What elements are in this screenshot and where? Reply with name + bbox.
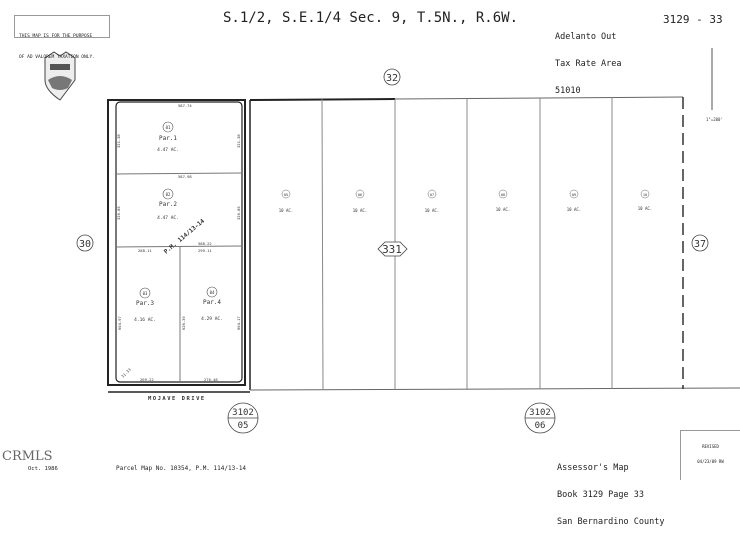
parcel-area: 10 AC. <box>638 206 652 211</box>
notice-line-2: OF AD VALOREM TAXATION ONLY. <box>19 55 95 60</box>
parcel-10[interactable]: 10 10 AC. <box>638 189 652 211</box>
tax-area-line-3: 51010 <box>555 86 581 96</box>
parcel-number: 06 <box>358 193 362 197</box>
parcel-07[interactable]: 07 10 AC. <box>425 189 439 213</box>
parcel-number: 03 <box>143 291 148 296</box>
parcel-number: 02 <box>166 192 171 197</box>
taxation-notice: THIS MAP IS FOR THE PURPOSE OF AD VALORE… <box>14 15 110 60</box>
ref-label: 30 <box>79 239 91 250</box>
parcel-name: Par.2 <box>159 201 177 208</box>
parcel-08[interactable]: 08 10 AC. <box>496 189 510 212</box>
parcel-area: 4.47 AC. <box>157 215 179 221</box>
parcel-04[interactable]: 04 Par.4 4.29 AC. <box>201 286 223 322</box>
parcel-number: 04 <box>210 290 215 295</box>
parcel-06[interactable]: 06 10 AC. <box>353 189 367 213</box>
book-page-number: 3129 - 33 <box>663 13 723 26</box>
dim-side3r: 604.17 <box>236 316 241 330</box>
assessor-line-3: San Bernardino County <box>557 517 665 527</box>
dim-side3: 604.97 <box>117 316 122 330</box>
map-date: Oct. 1986 <box>28 466 58 472</box>
dim-mid2: 588.22 <box>198 241 212 246</box>
dim-corner: 31.33 <box>120 367 132 379</box>
ref-page: 06 <box>535 421 546 431</box>
dim-side1r: 321.38 <box>236 134 241 148</box>
parcel-area: 4.47 AC. <box>157 147 179 153</box>
adjacent-page-37[interactable]: 37 <box>691 234 709 252</box>
adjacent-page-30[interactable]: 30 <box>76 234 94 252</box>
adjacent-book-3102-05[interactable]: 3102 05 <box>227 402 259 434</box>
block-label: 331 <box>382 243 402 256</box>
parcel-number: 08 <box>501 193 505 197</box>
parcel-01[interactable]: 01 Par.1 4.47 AC. <box>157 121 179 153</box>
parcel-number: 01 <box>166 125 171 130</box>
ref-book: 3102 <box>232 408 254 418</box>
dim-side3m: 626.39 <box>181 316 186 330</box>
parcel-area: 10 AC. <box>353 208 367 213</box>
parcel-05[interactable]: 05 10 AC. <box>279 189 293 213</box>
parcel-number: 05 <box>284 193 288 197</box>
parcel-number: 09 <box>572 193 576 197</box>
parcel-09[interactable]: 09 10 AC. <box>567 189 581 212</box>
tax-area-line-2: Tax Rate Area <box>555 59 622 69</box>
parcel-area: 10 AC. <box>279 208 293 213</box>
dimension-labels: 587.74 587.98 588.22 288.11 299.11 269.2… <box>116 103 241 382</box>
parcel-area: 10 AC. <box>425 208 439 213</box>
dim-bottom-left: 269.22 <box>140 377 154 382</box>
watermark-logo: CRMLS <box>2 449 53 464</box>
parcel-03[interactable]: 03 Par.3 4.16 AC. <box>134 287 156 323</box>
ref-label: 32 <box>386 73 398 84</box>
scale-label: 1"=200' <box>706 117 723 122</box>
dim-side1: 321.38 <box>116 134 121 148</box>
parcel-area: 4.16 AC. <box>134 317 156 323</box>
dim-mid1: 587.98 <box>178 174 192 179</box>
dim-side2: 320.85 <box>116 206 121 220</box>
county-seal-icon <box>44 51 76 101</box>
notice-line-1: THIS MAP IS FOR THE PURPOSE <box>19 34 93 39</box>
ref-label: 37 <box>694 239 706 250</box>
parcel-number: 07 <box>430 193 434 197</box>
adjacent-book-3102-06[interactable]: 3102 06 <box>524 402 556 434</box>
parcel-number: 10 <box>643 193 647 197</box>
dim-right-mid: 299.11 <box>198 248 212 253</box>
dim-side2r: 320.85 <box>236 206 241 220</box>
parcel-area: 4.29 AC. <box>201 316 223 322</box>
assessor-info: Assessor's Map Book 3129 Page 33 San Ber… <box>557 446 664 536</box>
ref-page: 05 <box>238 421 249 431</box>
parcel-area: 10 AC. <box>496 207 510 212</box>
parcel-02[interactable]: 02 Par.2 4.47 AC. <box>157 188 179 221</box>
dim-left-mid: 288.11 <box>138 248 152 253</box>
parcel-area: 10 AC. <box>567 207 581 212</box>
parcel-name: Par.3 <box>136 300 154 307</box>
revised-value: 04/23/09 RW <box>697 459 724 464</box>
tax-area-line-1: Adelanto Out <box>555 32 617 42</box>
dim-bottom-right: 276.48 <box>204 377 218 382</box>
revised-label: REVISED <box>702 444 719 449</box>
road-name: MOJAVE DRIVE <box>148 396 206 402</box>
ref-book: 3102 <box>529 408 551 418</box>
assessor-line-1: Assessor's Map <box>557 463 629 473</box>
parcel-map-reference: Parcel Map No. 10354, P.M. 114/13-14 <box>116 465 247 472</box>
block-331[interactable]: 331 <box>377 241 408 257</box>
parcel-map-drawing: 1"=200' 01 Par.1 4.47 AC. 02 Par.2 4.47 … <box>44 48 740 434</box>
tax-rate-area: Adelanto Out Tax Rate Area 51010 <box>555 15 622 105</box>
map-title: S.1/2, S.E.1/4 Sec. 9, T.5N., R.6W. <box>223 10 519 26</box>
parcel-name: Par.1 <box>159 135 177 142</box>
assessor-line-2: Book 3129 Page 33 <box>557 490 644 500</box>
parcel-name: Par.4 <box>203 299 221 306</box>
dim-top: 587.74 <box>178 103 192 108</box>
adjacent-page-32[interactable]: 32 <box>383 68 401 86</box>
revision-box: REVISED 04/23/09 RW <box>680 430 740 480</box>
